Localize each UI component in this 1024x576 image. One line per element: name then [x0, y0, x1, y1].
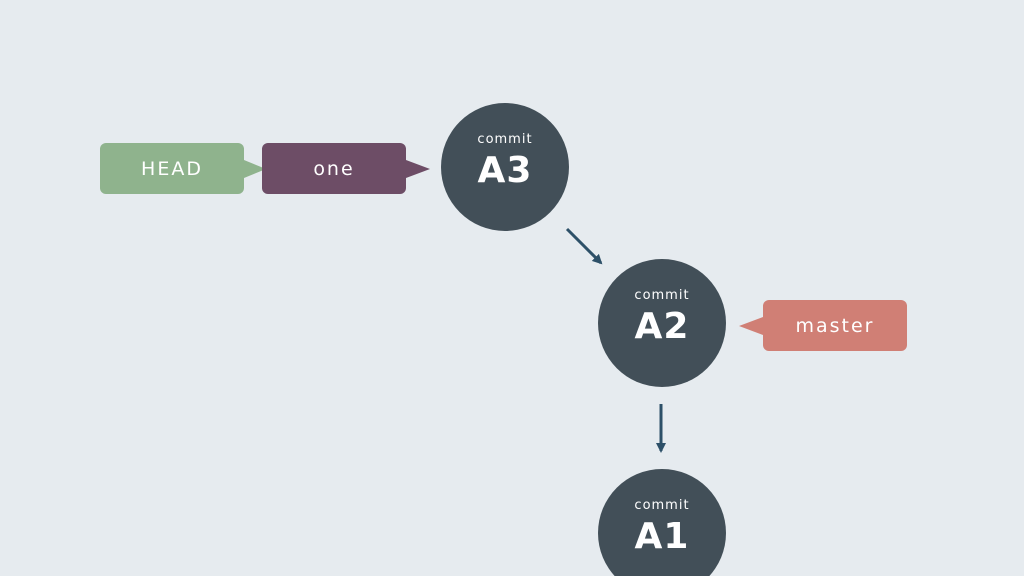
commit-kind-label: commit: [634, 498, 690, 513]
branch-master-label: master: [739, 300, 907, 351]
commit-id: A1: [634, 516, 690, 557]
branch-master-pointer: [739, 316, 763, 335]
head-ref-label: HEAD: [100, 143, 266, 194]
branch-one-pointer: [406, 159, 430, 178]
branch-one-label: one: [262, 143, 430, 194]
commit-id: A2: [634, 306, 690, 347]
commit-kind-label: commit: [634, 288, 690, 303]
arrow-a3-to-a2: [565, 227, 603, 265]
head-ref-text: HEAD: [141, 157, 203, 180]
branch-one-text: one: [313, 157, 355, 180]
branch-master-text: master: [795, 314, 875, 337]
commit-node-a1: commit A1: [598, 469, 726, 576]
commit-id: A3: [477, 150, 533, 191]
commit-node-a2: commit A2: [598, 259, 726, 387]
commit-node-a3: commit A3: [441, 103, 569, 231]
commit-kind-label: commit: [477, 132, 533, 147]
head-ref-pointer: [244, 159, 266, 178]
